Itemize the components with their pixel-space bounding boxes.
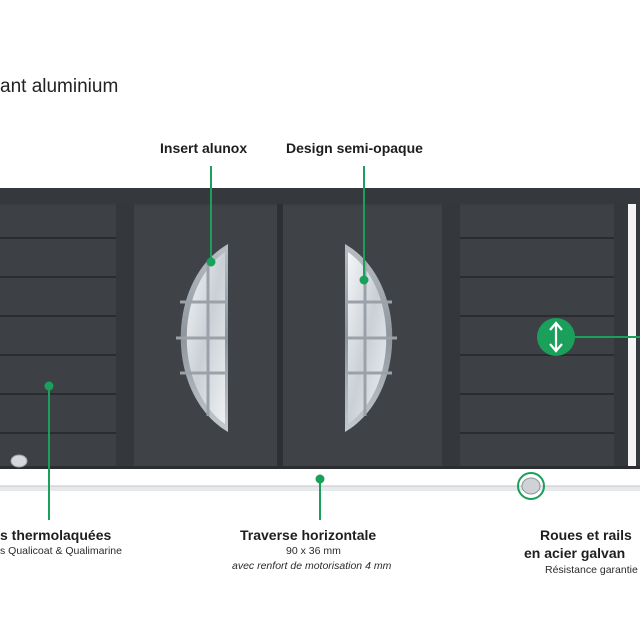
callout-roues-label: Roues et rails xyxy=(540,527,632,543)
callout-insert-label: Insert alunox xyxy=(160,140,248,156)
wheel-left xyxy=(10,454,28,468)
insert-left xyxy=(176,244,228,432)
post-center xyxy=(277,204,283,468)
page-title: ant aluminium xyxy=(0,76,119,97)
callout-traverse-note: avec renfort de motorisation 4 mm xyxy=(232,560,392,572)
callout-lames-sub: s Qualicoat & Qualimarine xyxy=(0,545,122,557)
gate-top-rail xyxy=(0,188,640,204)
wheel-highlight-circle xyxy=(517,472,545,500)
callout-traverse-dimensions: 90 x 36 mm xyxy=(286,545,341,557)
callout-design-label: Design semi-opaque xyxy=(286,140,423,156)
double-arrow-vertical-icon xyxy=(537,318,575,356)
callout-dot-traverse xyxy=(315,474,325,484)
callout-roues-sub: Résistance garantie xyxy=(545,564,638,576)
callout-traverse-label: Traverse horizontale xyxy=(240,527,377,543)
callout-dot-insert xyxy=(206,257,216,267)
post-left xyxy=(116,204,134,468)
left-slat-panel xyxy=(0,206,116,466)
wheel-right xyxy=(517,472,545,500)
post-right xyxy=(442,204,460,468)
insert-right xyxy=(345,244,397,432)
callout-lames-label: s thermolaquées xyxy=(0,527,112,543)
callout-dot-design xyxy=(359,275,369,285)
callout-roues-label-2: en acier galvan xyxy=(524,545,626,561)
callout-dot-lames xyxy=(44,381,54,391)
